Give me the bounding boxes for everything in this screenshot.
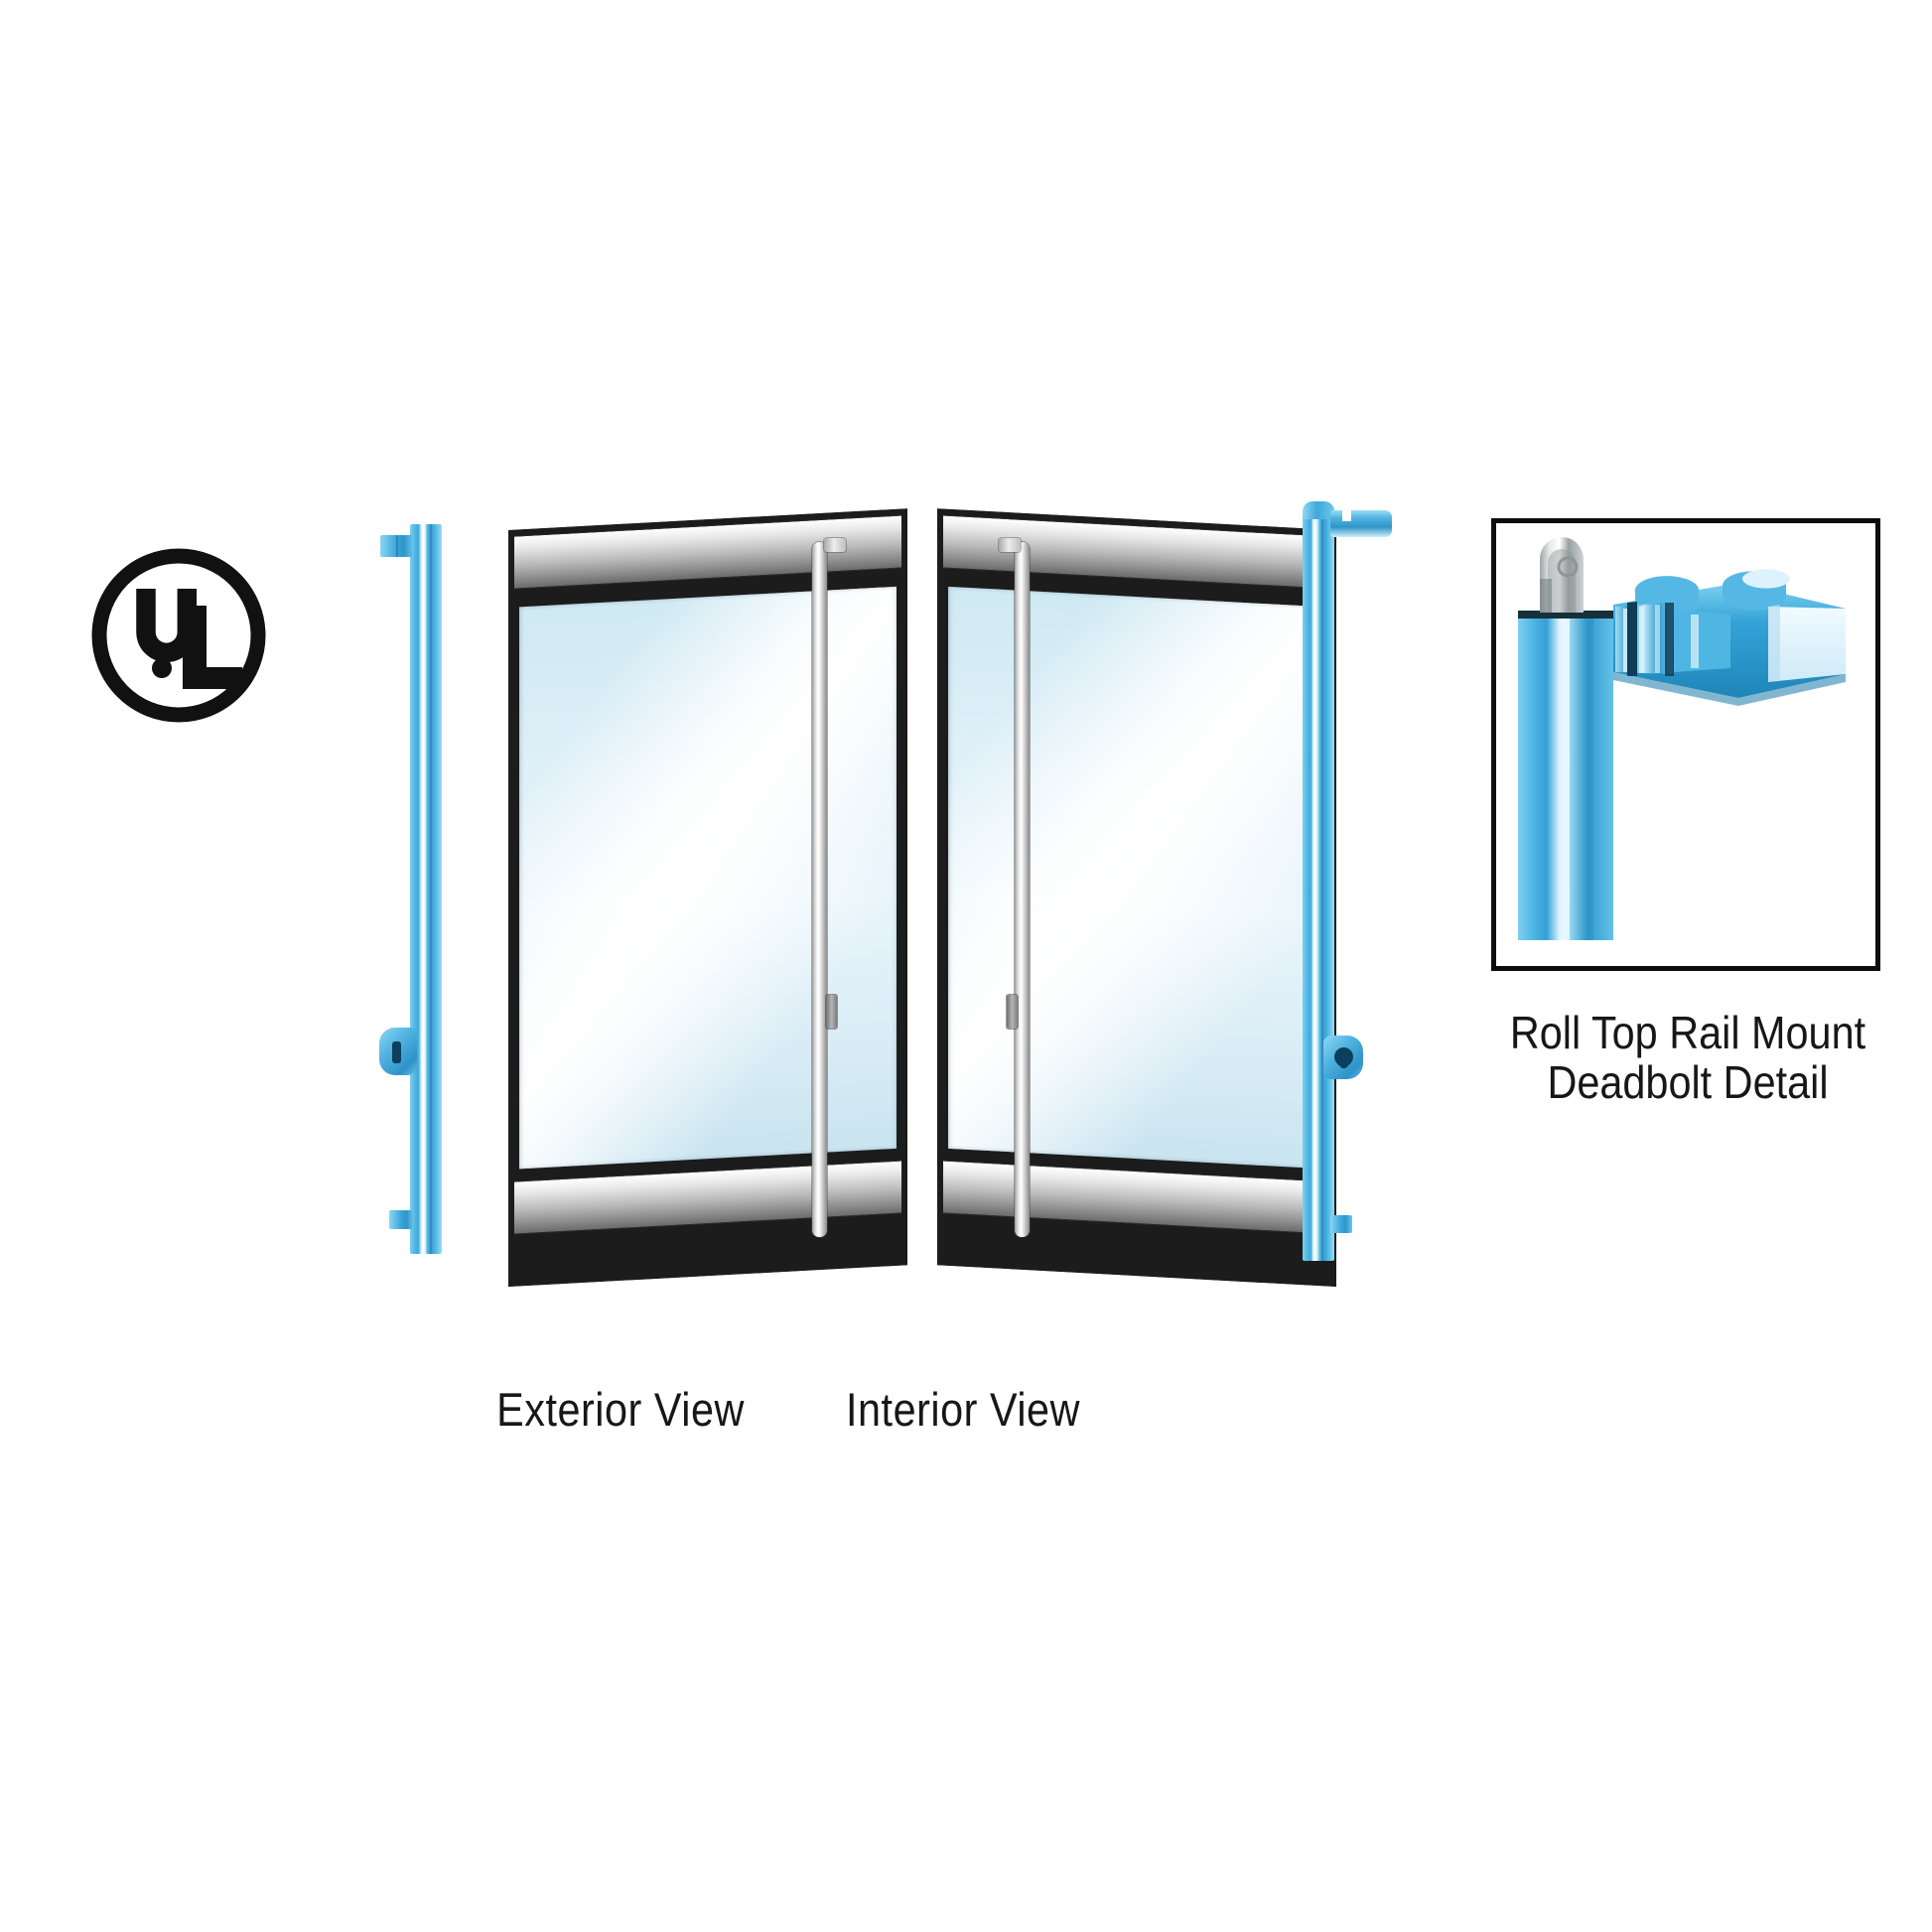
handle-top-mount xyxy=(824,538,846,552)
rail-highlight xyxy=(1311,506,1317,1261)
rail-seam xyxy=(1321,506,1323,1261)
glass-lite xyxy=(948,586,1325,1170)
interior-door-panel xyxy=(937,508,1336,1287)
caption-exterior-view: Exterior View xyxy=(496,1383,745,1436)
glass-shading xyxy=(948,587,1325,1170)
rail-seam xyxy=(430,524,432,1254)
detail-caption-line1: Roll Top Rail Mount xyxy=(1509,1007,1866,1058)
exterior-side-rail xyxy=(410,524,442,1254)
interior-side-rail xyxy=(1303,506,1334,1261)
exterior-door-panel xyxy=(508,508,907,1287)
keyway-slot xyxy=(392,1041,401,1063)
roll-top-deadbolt-detail-box xyxy=(1491,518,1880,971)
door-perspective xyxy=(508,508,907,1287)
interior-thumbturn[interactable] xyxy=(1323,1035,1363,1079)
handle-top-mount xyxy=(999,538,1021,552)
detail-caption-line2: Deadbolt Detail xyxy=(1547,1055,1829,1108)
roll-top-cap xyxy=(1303,501,1334,519)
ladder-pull-handle[interactable] xyxy=(812,542,827,1237)
rail-body xyxy=(1303,506,1334,1261)
exterior-bottom-tab xyxy=(389,1210,414,1229)
ul-listed-mark xyxy=(87,544,270,727)
glass-lite xyxy=(519,586,897,1170)
deadbolt-arm-notch xyxy=(1342,510,1351,521)
glass-shading xyxy=(519,587,897,1170)
ladder-pull-handle[interactable] xyxy=(1015,542,1030,1237)
door-perspective xyxy=(937,508,1336,1287)
thumbturn-keyway xyxy=(1330,1043,1357,1070)
handle-standoff xyxy=(1007,995,1018,1029)
detail-caption: Roll Top Rail Mount Deadbolt Detail xyxy=(1469,1007,1906,1108)
exterior-cylinder-escutcheon xyxy=(379,1028,417,1075)
interior-bottom-tab xyxy=(1330,1215,1352,1233)
handle-standoff xyxy=(826,995,837,1029)
deadbolt-arm xyxy=(1330,510,1392,537)
caption-interior-view: Interior View xyxy=(845,1383,1080,1436)
exterior-top-bracket-tab xyxy=(380,535,414,557)
rail-highlight xyxy=(420,524,427,1254)
deadbolt-detail-illustration xyxy=(1496,523,1875,966)
